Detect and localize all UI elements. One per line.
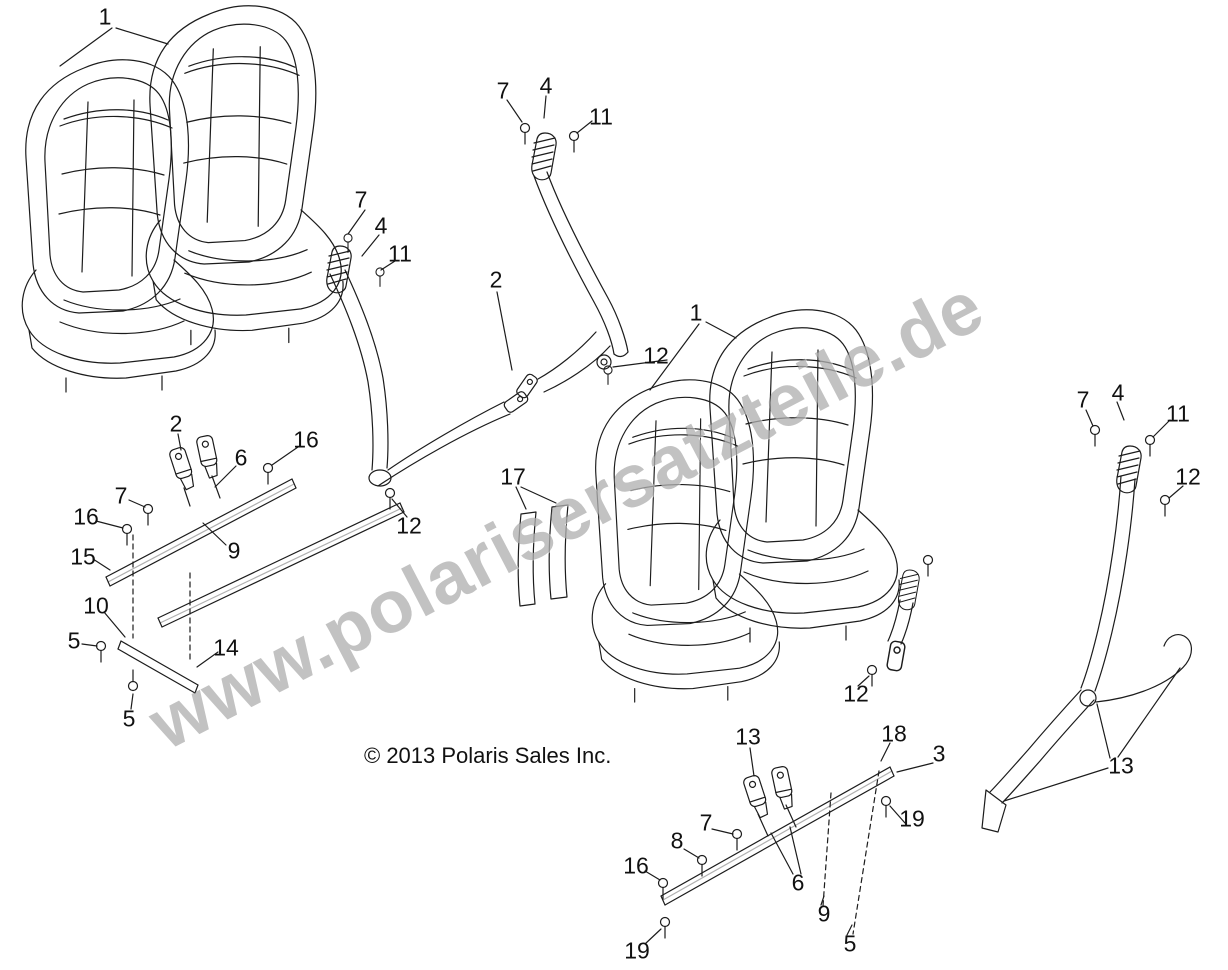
part-callout: 16 <box>623 852 649 879</box>
part-callout: 3 <box>932 740 946 767</box>
leader-lines <box>59 27 1184 945</box>
belt-guides <box>517 504 569 607</box>
part-callout: 6 <box>234 444 248 471</box>
part-callout: 5 <box>67 627 81 654</box>
fasteners <box>95 122 1171 939</box>
part-callout: 9 <box>227 537 241 564</box>
part-callout: 1 <box>98 3 112 30</box>
seat-belt-left <box>326 245 530 487</box>
part-callout: 19 <box>899 805 925 832</box>
part-callout: 5 <box>122 705 136 732</box>
part-callout: 5 <box>843 930 857 957</box>
part-callout: 12 <box>396 512 422 539</box>
part-callout: 13 <box>1108 752 1134 779</box>
part-callout: 13 <box>735 723 761 750</box>
part-callout: 2 <box>169 410 183 437</box>
part-callout: 8 <box>670 827 684 854</box>
part-callout: 19 <box>624 937 650 964</box>
seat-belt-center <box>514 132 629 400</box>
part-callout: 12 <box>1175 463 1201 490</box>
part-callout: 16 <box>293 426 319 453</box>
part-callout: 16 <box>73 503 99 530</box>
part-callout: 12 <box>843 680 869 707</box>
part-callout: 6 <box>791 869 805 896</box>
mount-rails-left <box>105 434 405 694</box>
seats-group <box>21 5 900 703</box>
seat-belt-inner <box>885 569 920 673</box>
construction-lines <box>132 534 880 935</box>
part-callout: 7 <box>496 77 510 104</box>
part-callout: 10 <box>83 592 109 619</box>
copyright-text: © 2013 Polaris Sales Inc. <box>364 743 612 768</box>
part-callout: 4 <box>374 212 388 239</box>
part-callout: 11 <box>589 103 613 130</box>
part-callout: 14 <box>213 634 239 661</box>
part-callout: 7 <box>114 482 128 509</box>
part-callout: 2 <box>489 266 503 293</box>
part-callout: 11 <box>388 240 412 267</box>
part-callout: 7 <box>1076 386 1090 413</box>
part-callout: 18 <box>881 720 907 747</box>
part-callout: 1 <box>689 299 703 326</box>
part-callout: 11 <box>1166 400 1190 427</box>
part-callout: 4 <box>1111 379 1125 406</box>
mount-rail-bottom <box>660 765 895 906</box>
seat-belt-right <box>981 445 1192 833</box>
part-callout: 7 <box>699 809 713 836</box>
part-callout: 4 <box>539 72 553 99</box>
part-callout: 9 <box>817 900 831 927</box>
part-callout: 17 <box>500 463 526 490</box>
part-callout: 12 <box>643 342 669 369</box>
part-callout: 7 <box>354 186 368 213</box>
part-callout: 15 <box>70 543 96 570</box>
